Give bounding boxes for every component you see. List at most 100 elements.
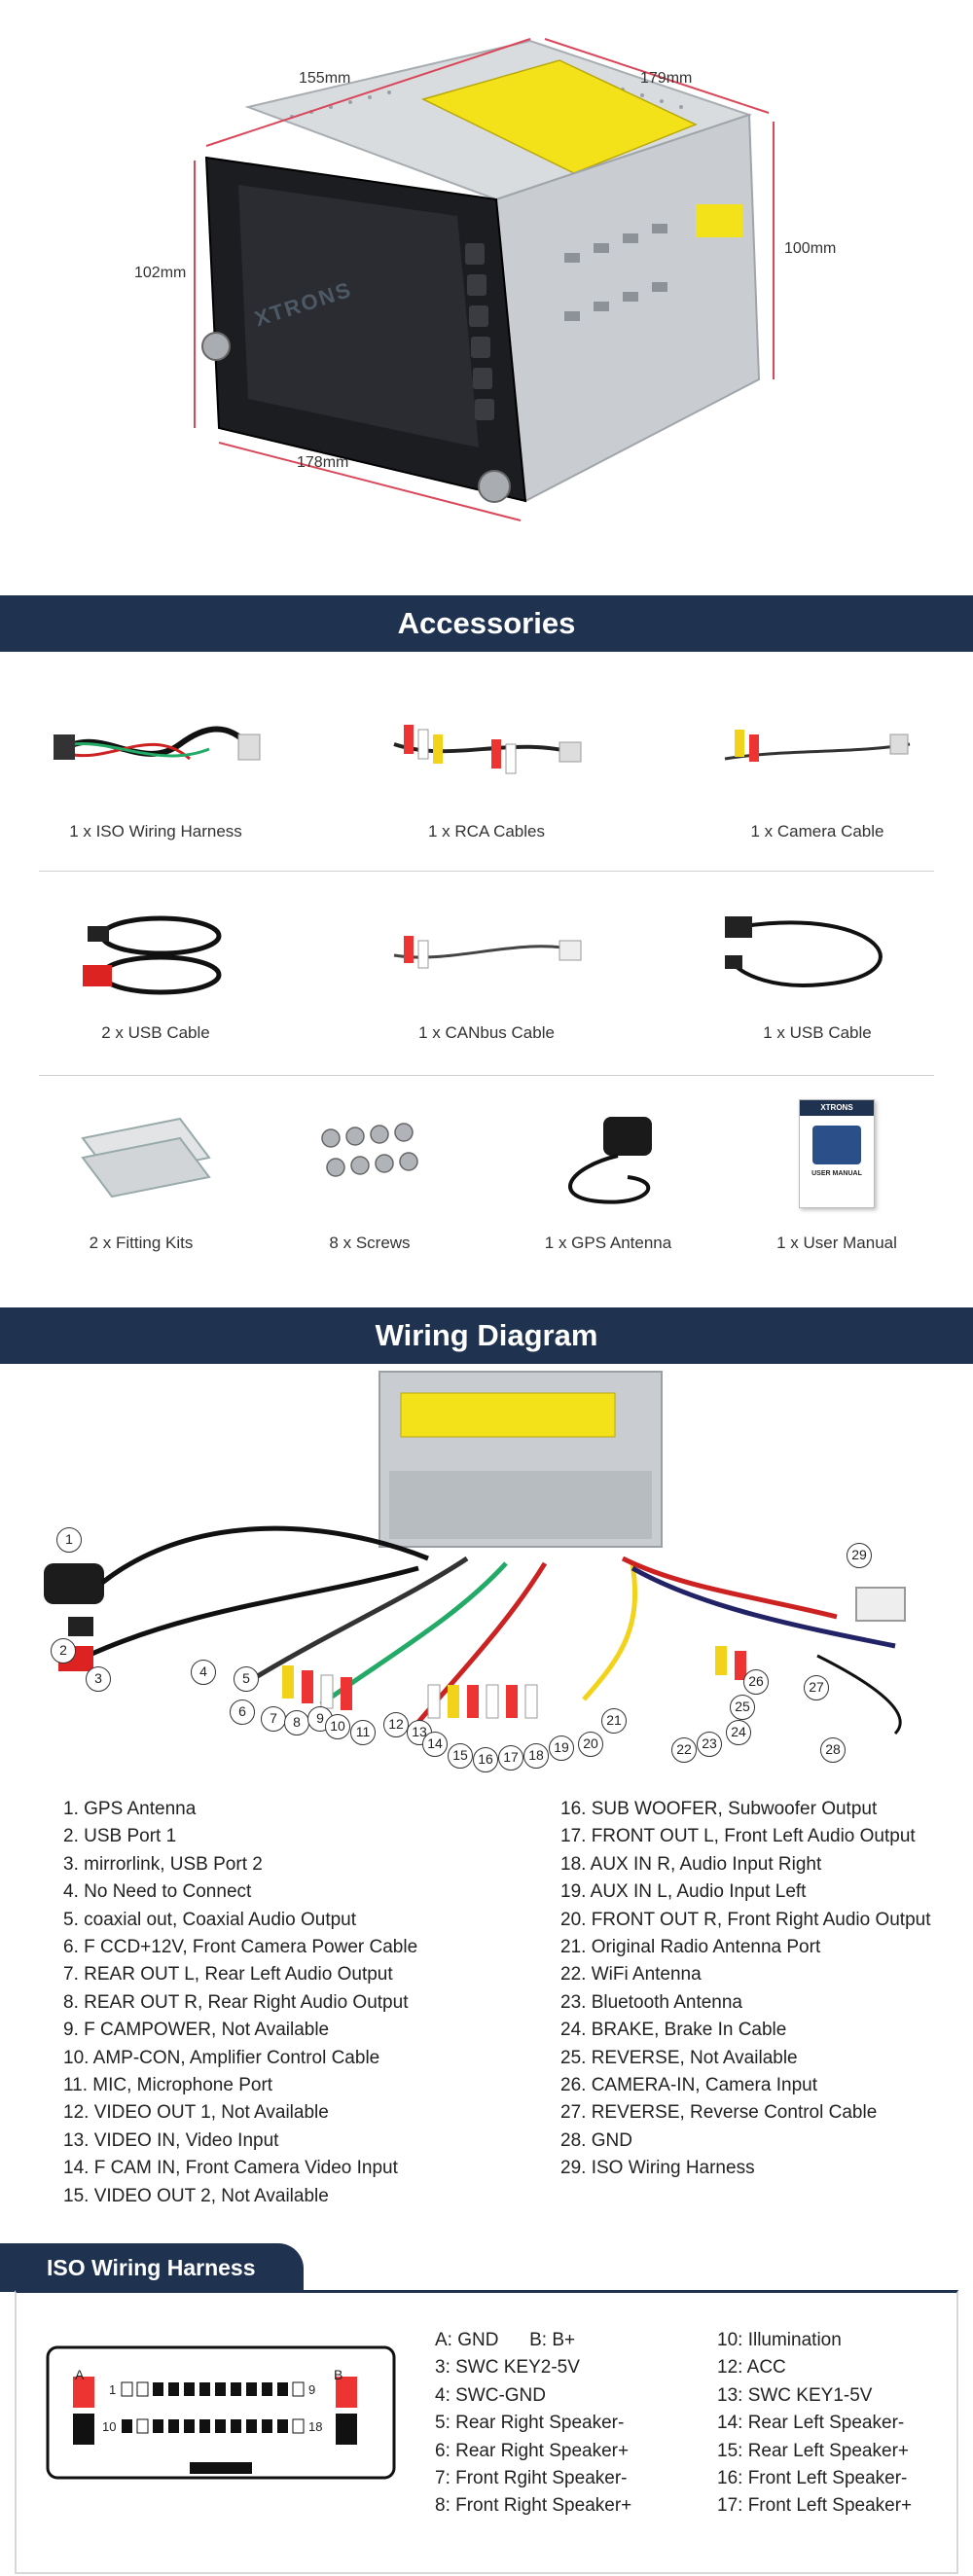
callout-7: 7 <box>261 1706 286 1732</box>
wiring-legend-item: 1. GPS Antenna <box>63 1799 197 1819</box>
callout-11: 11 <box>350 1720 376 1745</box>
fitting-kits-image <box>81 1117 211 1199</box>
callout-16: 16 <box>473 1747 498 1772</box>
callout-28: 28 <box>820 1737 846 1763</box>
pin-label-10: 10 <box>102 2419 117 2434</box>
accessory-label: 1 x RCA Cables <box>428 822 545 841</box>
iso-pin-list-right: 10: Illumination 12: ACC 13: SWC KEY1-5V… <box>717 2327 912 2521</box>
connector-label-b: B <box>334 2367 343 2382</box>
iso-pin-list-left: A: GND B: B+ 3: SWC KEY2-5V 4: SWC-GND 5… <box>435 2327 631 2521</box>
wiring-legend-item: 16. SUB WOOFER, Subwoofer Output <box>560 1799 878 1819</box>
iso-pin-item: 6: Rear Right Speaker+ <box>435 2440 630 2461</box>
callout-19: 19 <box>549 1735 574 1761</box>
accessory-screws: 8 x Screws <box>258 1099 482 1265</box>
wiring-legend-item: 6. F CCD+12V, Front Camera Power Cable <box>63 1937 418 1958</box>
callout-20: 20 <box>578 1732 603 1757</box>
accessory-label: 1 x GPS Antenna <box>544 1234 672 1252</box>
wiring-legend-item: 4. No Need to Connect <box>63 1881 252 1903</box>
iso-pin-item: 14: Rear Left Speaker- <box>717 2413 905 2434</box>
accessory-iso-harness: 1 x ISO Wiring Harness <box>39 705 272 851</box>
iso-pin-item: 10: Illumination <box>717 2330 842 2350</box>
iso-pin-item: 17: Front Left Speaker+ <box>717 2495 913 2517</box>
wiring-diagram-image: 1 2 3 4 5 6 7 8 9 10 11 12 13 14 15 16 1… <box>0 1364 973 1772</box>
callout-22: 22 <box>671 1737 697 1763</box>
accessory-usb-cable-double: 2 x USB Cable <box>39 897 272 1053</box>
callout-21: 21 <box>601 1708 627 1734</box>
callout-29: 29 <box>847 1543 872 1568</box>
iso-pin-item: 8: Front Right Speaker+ <box>435 2495 632 2517</box>
dim-bottom: 178mm <box>297 454 349 471</box>
wiring-legend-item: 8. REAR OUT R, Rear Right Audio Output <box>63 1991 409 2013</box>
dim-left: 102mm <box>134 265 187 281</box>
connector-label-a: A <box>75 2367 85 2382</box>
callout-8: 8 <box>284 1710 309 1735</box>
iso-pin-item: 4: SWC-GND <box>435 2384 546 2406</box>
wiring-legend-item: 5. coaxial out, Coaxial Audio Output <box>63 1909 357 1930</box>
iso-pin-item: 16: Front Left Speaker- <box>717 2468 908 2489</box>
pin-label-9: 9 <box>308 2382 316 2397</box>
iso-pin-item: 12: ACC <box>717 2357 786 2379</box>
accessory-label: 8 x Screws <box>329 1234 411 1252</box>
iso-pin-item: A: GND B: B+ <box>435 2330 576 2350</box>
accessory-usb-cable: 1 x USB Cable <box>701 897 934 1053</box>
accessory-label: 1 x Camera Cable <box>750 822 884 841</box>
screws-image <box>321 1123 418 1177</box>
iso-pin-item: 5: Rear Right Speaker- <box>435 2413 625 2434</box>
wiring-legend-item: 15. VIDEO OUT 2, Not Available <box>63 2185 329 2206</box>
manual-cover-art <box>812 1126 861 1164</box>
callout-3: 3 <box>86 1666 111 1692</box>
canbus-cable-image <box>393 936 582 969</box>
iso-harness-tab: ISO Wiring Harness <box>0 2243 304 2292</box>
manual-title: USER MANUAL <box>811 1170 862 1177</box>
accessory-label: 1 x User Manual <box>776 1234 897 1252</box>
dim-top-left: 155mm <box>299 70 351 87</box>
callout-1: 1 <box>56 1527 82 1553</box>
accessory-fitting-kits: 2 x Fitting Kits <box>29 1099 253 1265</box>
wiring-legend-item: 11. MIC, Microphone Port <box>63 2075 273 2096</box>
accessory-user-manual: XTRONS USER MANUAL 1 x User Manual <box>725 1099 949 1265</box>
accessory-label: 2 x USB Cable <box>101 1023 210 1042</box>
wiring-legend-item: 20. FRONT OUT R, Front Right Audio Outpu… <box>560 1909 931 1930</box>
wiring-legend-item: 14. F CAM IN, Front Camera Video Input <box>63 2158 398 2179</box>
iso-connector-diagram <box>46 2345 396 2480</box>
wiring-legend-item: 25. REVERSE, Not Available <box>560 2047 798 2068</box>
wiring-legend-item: 12. VIDEO OUT 1, Not Available <box>63 2102 329 2124</box>
wiring-diagram-drawing <box>44 1371 906 1735</box>
callout-10: 10 <box>325 1714 350 1739</box>
user-manual-image: XTRONS USER MANUAL <box>799 1099 875 1208</box>
dim-top-right: 179mm <box>640 70 693 87</box>
iso-pin-item: 7: Front Rgiht Speaker- <box>435 2468 628 2489</box>
wiring-legend-item: 22. WiFi Antenna <box>560 1964 702 1986</box>
wiring-legend-item: 10. AMP-CON, Amplifier Control Cable <box>63 2047 380 2068</box>
accessories-divider <box>39 871 934 872</box>
callout-25: 25 <box>730 1695 755 1720</box>
wiring-legend-item: 21. Original Radio Antenna Port <box>560 1937 821 1958</box>
accessory-label: 1 x ISO Wiring Harness <box>69 822 242 841</box>
wiring-legend-item: 24. BRAKE, Brake In Cable <box>560 2020 787 2041</box>
accessories-banner: Accessories <box>0 595 973 652</box>
accessory-gps-antenna: 1 x GPS Antenna <box>496 1099 720 1265</box>
wiring-legend-item: 18. AUX IN R, Audio Input Right <box>560 1853 822 1875</box>
usb-cable-double-image <box>83 915 222 995</box>
wiring-legend-item: 17. FRONT OUT L, Front Left Audio Output <box>560 1826 916 1847</box>
accessory-rca-cables: 1 x RCA Cables <box>370 705 603 851</box>
callout-18: 18 <box>523 1743 549 1769</box>
wiring-legend-item: 2. USB Port 1 <box>63 1826 177 1847</box>
wiring-legend-item: 13. VIDEO IN, Video Input <box>63 2129 279 2151</box>
head-unit-illustration <box>194 38 775 521</box>
callout-24: 24 <box>726 1720 751 1745</box>
callout-4: 4 <box>191 1660 216 1685</box>
product-photo-area: 155mm 179mm 102mm 100mm 178mm XTRONS <box>0 0 973 595</box>
wiring-legend-item: 26. CAMERA-IN, Camera Input <box>560 2075 817 2096</box>
wiring-legend-item: 28. GND <box>560 2129 632 2151</box>
wiring-legend-item: 3. mirrorlink, USB Port 2 <box>63 1853 263 1875</box>
callout-14: 14 <box>422 1732 448 1757</box>
wiring-legend-item: 27. REVERSE, Reverse Control Cable <box>560 2102 878 2124</box>
accessory-canbus-cable: 1 x CANbus Cable <box>370 897 603 1053</box>
callout-15: 15 <box>448 1743 473 1769</box>
callout-5: 5 <box>234 1666 259 1692</box>
wiring-legend-item: 23. Bluetooth Antenna <box>560 1991 742 2013</box>
wiring-legend-left: 1. GPS Antenna 2. USB Port 1 3. mirrorli… <box>63 1796 417 2210</box>
callout-26: 26 <box>743 1669 769 1695</box>
wiring-diagram-banner: Wiring Diagram <box>0 1307 973 1364</box>
